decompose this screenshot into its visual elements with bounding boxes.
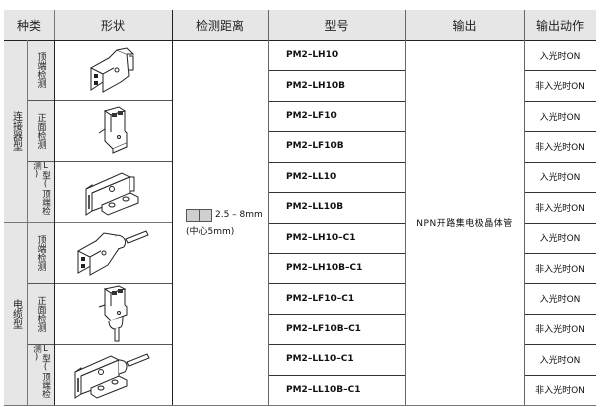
header-output-label: 输出 [452,18,477,33]
header-model-label: 型号 [324,18,349,33]
output-action-cell: 非入光时ON [524,253,596,283]
distance-center: (中心5mm) [186,226,235,237]
model-cell: PM2–LH10B [268,70,405,100]
output-action-cell: 非入光时ON [524,70,596,100]
header-shape: 形状 [54,10,172,40]
model-number: PM2–LF10 [286,111,337,122]
cable-top-sensing-sensor-icon [76,229,149,276]
output-action-cell: 非入光时ON [524,314,596,344]
group-connector-type: 连接器型 [4,40,27,222]
model-number: PM2–LH10B [286,80,345,91]
slot-gap-icon [186,208,212,222]
output-action-cell: 非入光时ON [524,375,596,405]
output-action-cell: 入光时ON [524,344,596,374]
group-cable-type-label: 电缆型 [10,298,22,329]
output-action: 入光时ON [539,112,581,123]
model-cell: PM2–LF10B–C1 [268,314,405,344]
subgroup-label: L型(顶端检测) [31,161,51,215]
output-action-cell: 入光时ON [524,223,596,253]
output-action: 入光时ON [539,234,581,245]
model-number: PM2–LL10 [286,171,337,182]
header-type: 种类 [4,10,54,40]
subgroup-label: L型(顶端检测) [31,344,51,398]
subgroup-label: 正面检测 [35,295,46,332]
header-model: 型号 [268,10,405,40]
model-cell: PM2–LF10–C1 [268,283,405,313]
model-cell: PM2–LF10 [268,101,405,131]
model-number: PM2–LL10B [286,202,344,213]
connector-l-shaped-sensor-icon [85,171,139,216]
model-number: PM2–LH10–C1 [286,232,356,243]
output-action: 非入光时ON [535,386,585,397]
output-action-cell: 非入光时ON [524,192,596,222]
model-cell: PM2–LH10B–C1 [268,253,405,283]
model-cell: PM2–LL10 [268,162,405,192]
output-action: 入光时ON [539,51,581,62]
connector-top-sensing-sensor-icon [89,47,135,93]
model-number: PM2–LH10 [286,50,339,61]
header-output: 输出 [405,10,524,40]
model-number: PM2–LH10B–C1 [286,263,363,274]
subgroup-label: 顶端检测 [35,52,46,88]
subgroup-cable-front: 正面检测 [27,283,54,344]
header-type-label: 种类 [16,18,41,33]
output-action-cell: 入光时ON [524,283,596,313]
output-action: 非入光时ON [535,82,585,93]
output-type-label: NPN开路集电极晶体管 [416,219,513,229]
output-action: 非入光时ON [535,203,585,214]
output-action: 入光时ON [539,173,581,184]
output-action-cell: 入光时ON [524,162,596,192]
output-action: 入光时ON [539,295,581,306]
header-action: 输出动作 [524,10,596,40]
subgroup-label: 正面检测 [35,112,46,149]
model-cell: PM2–LL10B–C1 [268,375,405,405]
model-number: PM2–LL10–C1 [286,354,354,365]
detection-distance-cell: 2.5 – 8mm (中心5mm) [172,40,268,405]
header-distance: 检测距离 [172,10,268,40]
output-action-cell: 入光时ON [524,101,596,131]
model-cell: PM2–LF10B [268,131,405,161]
group-connector-type-label: 连接器型 [10,111,22,151]
header-action-label: 输出动作 [535,18,584,33]
subgroup-cable-top: 顶端检测 [27,222,54,283]
model-cell: PM2–LH10–C1 [268,223,405,253]
model-cell: PM2–LL10B [268,192,405,222]
output-type-cell: NPN开路集电极晶体管 [405,40,524,405]
subgroup-label: 顶端检测 [35,234,46,271]
output-action: 非入光时ON [535,325,585,336]
model-cell: PM2–LH10 [268,40,405,70]
model-cell: PM2–LL10–C1 [268,344,405,374]
model-number: PM2–LL10B–C1 [286,384,361,395]
cable-l-shaped-sensor-icon [74,352,150,399]
output-action-cell: 非入光时ON [524,131,596,161]
shape-cable-l [54,344,172,405]
header-distance-label: 检测距离 [195,18,244,33]
shape-cable-front [54,283,172,344]
connector-front-sensing-sensor-icon [98,105,128,154]
shape-cable-top [54,222,172,283]
output-action-cell: 入光时ON [524,40,596,70]
subgroup-connector-top: 顶端检测 [27,40,54,100]
output-action: 非入光时ON [535,264,585,275]
subgroup-connector-front: 正面检测 [27,100,54,161]
model-number: PM2–LF10–C1 [286,293,355,304]
model-number: PM2–LF10B [286,141,344,152]
output-action: 入光时ON [539,355,581,366]
group-cable-type: 电缆型 [4,222,27,405]
cable-front-sensing-sensor-icon [98,284,128,341]
sensor-spec-table: 种类 形状 检测距离 型号 输出 输出动作 连接器型 电缆型 顶端检测 正面检测… [4,10,596,406]
distance-range-row: 2.5 – 8mm [186,208,263,222]
shape-connector-top [54,40,172,100]
output-action: 非入光时ON [535,142,585,153]
subgroup-cable-l: L型(顶端检测) [27,344,54,405]
distance-range: 2.5 – 8mm [215,210,263,220]
header-shape-label: 形状 [100,18,125,33]
model-number: PM2–LF10B–C1 [286,323,361,334]
shape-connector-l [54,161,172,222]
subgroup-connector-l: L型(顶端检测) [27,161,54,222]
shape-connector-front [54,100,172,161]
